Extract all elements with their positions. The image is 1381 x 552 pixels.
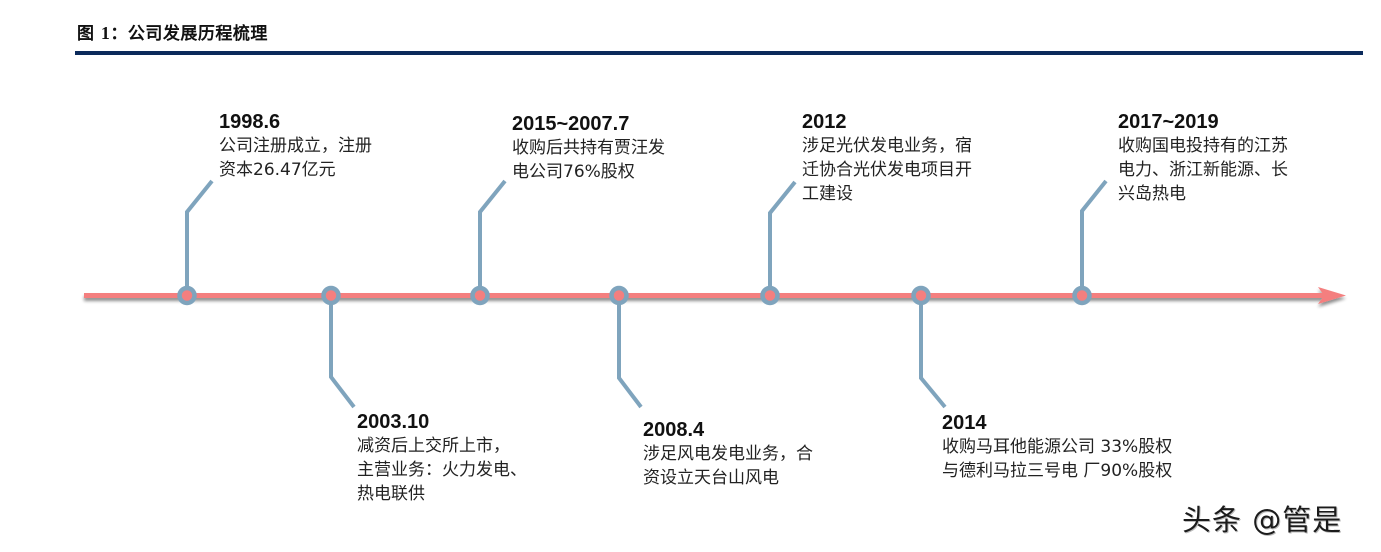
- event-desc-line: 减资后上交所上市，: [357, 436, 510, 456]
- marker-2012-icon: [760, 285, 780, 306]
- title-rule: [75, 51, 1363, 55]
- event-desc-line: 兴岛热电: [1118, 184, 1186, 204]
- timeline-event-2014: 2014 收购马耳他能源公司 33%股权 与德利马拉三号电 厂90%股权: [942, 411, 1172, 483]
- event-desc-line: 收购国电投持有的江苏: [1118, 136, 1288, 156]
- timeline-event-2008-4: 2008.4 涉足风电发电业务，合 资设立天台山风电: [643, 418, 813, 490]
- event-desc-line: 涉足风电发电业务，合: [643, 444, 813, 464]
- timeline-event-2012: 2012 涉足光伏发电业务，宿 迁协合光伏发电项目开 工建设: [802, 110, 972, 206]
- figure-separator: ：: [110, 24, 128, 44]
- event-description: 减资后上交所上市， 主营业务：火力发电、 热电联供: [357, 434, 527, 506]
- event-description: 收购马耳他能源公司 33%股权 与德利马拉三号电 厂90%股权: [942, 435, 1172, 483]
- event-desc-line: 公司注册成立，注册: [219, 136, 372, 156]
- event-description: 涉足光伏发电业务，宿 迁协合光伏发电项目开 工建设: [802, 134, 972, 206]
- event-date: 2017~2019: [1118, 111, 1219, 133]
- event-desc-line: 收购马耳他能源公司 33%股权: [942, 437, 1173, 457]
- event-description: 收购后共持有贾汪发 电公司76%股权: [512, 136, 665, 184]
- event-date: 2014: [942, 412, 987, 434]
- event-desc-line: 资本26.47亿元: [219, 160, 336, 180]
- connector-2003-10: [329, 295, 356, 409]
- watermark: 头条 @管是: [1182, 503, 1343, 537]
- connector-1998-6: [185, 179, 214, 295]
- figure-label: 图: [77, 24, 101, 44]
- connector-2012: [768, 180, 797, 295]
- event-date: 2015~2007.7: [512, 113, 630, 135]
- event-desc-line: 主营业务：火力发电、: [357, 460, 527, 480]
- marker-2008-4-icon: [609, 285, 629, 306]
- event-description: 收购国电投持有的江苏 电力、浙江新能源、长 兴岛热电: [1118, 134, 1288, 206]
- arrow-head-icon: [1318, 287, 1346, 304]
- event-date: 1998.6: [219, 111, 281, 133]
- event-desc-line: 涉足光伏发电业务，宿: [802, 136, 972, 156]
- marker-1998-6-icon: [177, 285, 197, 306]
- event-desc-line: 收购后共持有贾汪发: [512, 138, 665, 158]
- figure-title: 图 1：公司发展历程梳理: [77, 19, 268, 44]
- timeline-axis: [84, 287, 1346, 304]
- figure-title-text: 公司发展历程梳理: [127, 24, 268, 44]
- event-desc-line: 与德利马拉三号电 厂90%股权: [942, 461, 1173, 481]
- marker-2017-2019-icon: [1072, 285, 1092, 306]
- event-desc-line: 迁协合光伏发电项目开: [802, 160, 972, 180]
- event-description: 公司注册成立，注册 资本26.47亿元: [219, 134, 372, 182]
- connector-2017-2019: [1080, 179, 1108, 295]
- event-desc-line: 电力、浙江新能源、长: [1118, 160, 1288, 180]
- event-date: 2008.4: [643, 419, 705, 441]
- event-desc-line: 热电联供: [357, 484, 425, 504]
- event-desc-line: 工建设: [802, 184, 853, 204]
- figure-number: 1: [100, 23, 111, 43]
- event-description: 涉足风电发电业务，合 资设立天台山风电: [643, 442, 813, 490]
- event-date: 2003.10: [357, 411, 430, 433]
- connector-2015-2007-7: [478, 179, 507, 295]
- marker-2014-icon: [911, 285, 931, 306]
- timeline-event-2017-2019: 2017~2019 收购国电投持有的江苏 电力、浙江新能源、长 兴岛热电: [1118, 110, 1288, 206]
- event-desc-line: 资设立天台山风电: [643, 468, 779, 488]
- timeline-event-2015-2007-7: 2015~2007.7 收购后共持有贾汪发 电公司76%股权: [512, 112, 665, 184]
- marker-2015-2007-7-icon: [470, 285, 490, 306]
- event-date: 2012: [802, 111, 847, 133]
- connector-2014: [919, 295, 947, 409]
- connector-2008-4: [617, 295, 643, 409]
- timeline-event-1998-6: 1998.6 公司注册成立，注册 资本26.47亿元: [219, 110, 372, 182]
- timeline-event-2003-10: 2003.10 减资后上交所上市， 主营业务：火力发电、 热电联供: [357, 410, 527, 506]
- marker-2003-10-icon: [321, 285, 341, 306]
- event-desc-line: 电公司76%股权: [512, 162, 635, 182]
